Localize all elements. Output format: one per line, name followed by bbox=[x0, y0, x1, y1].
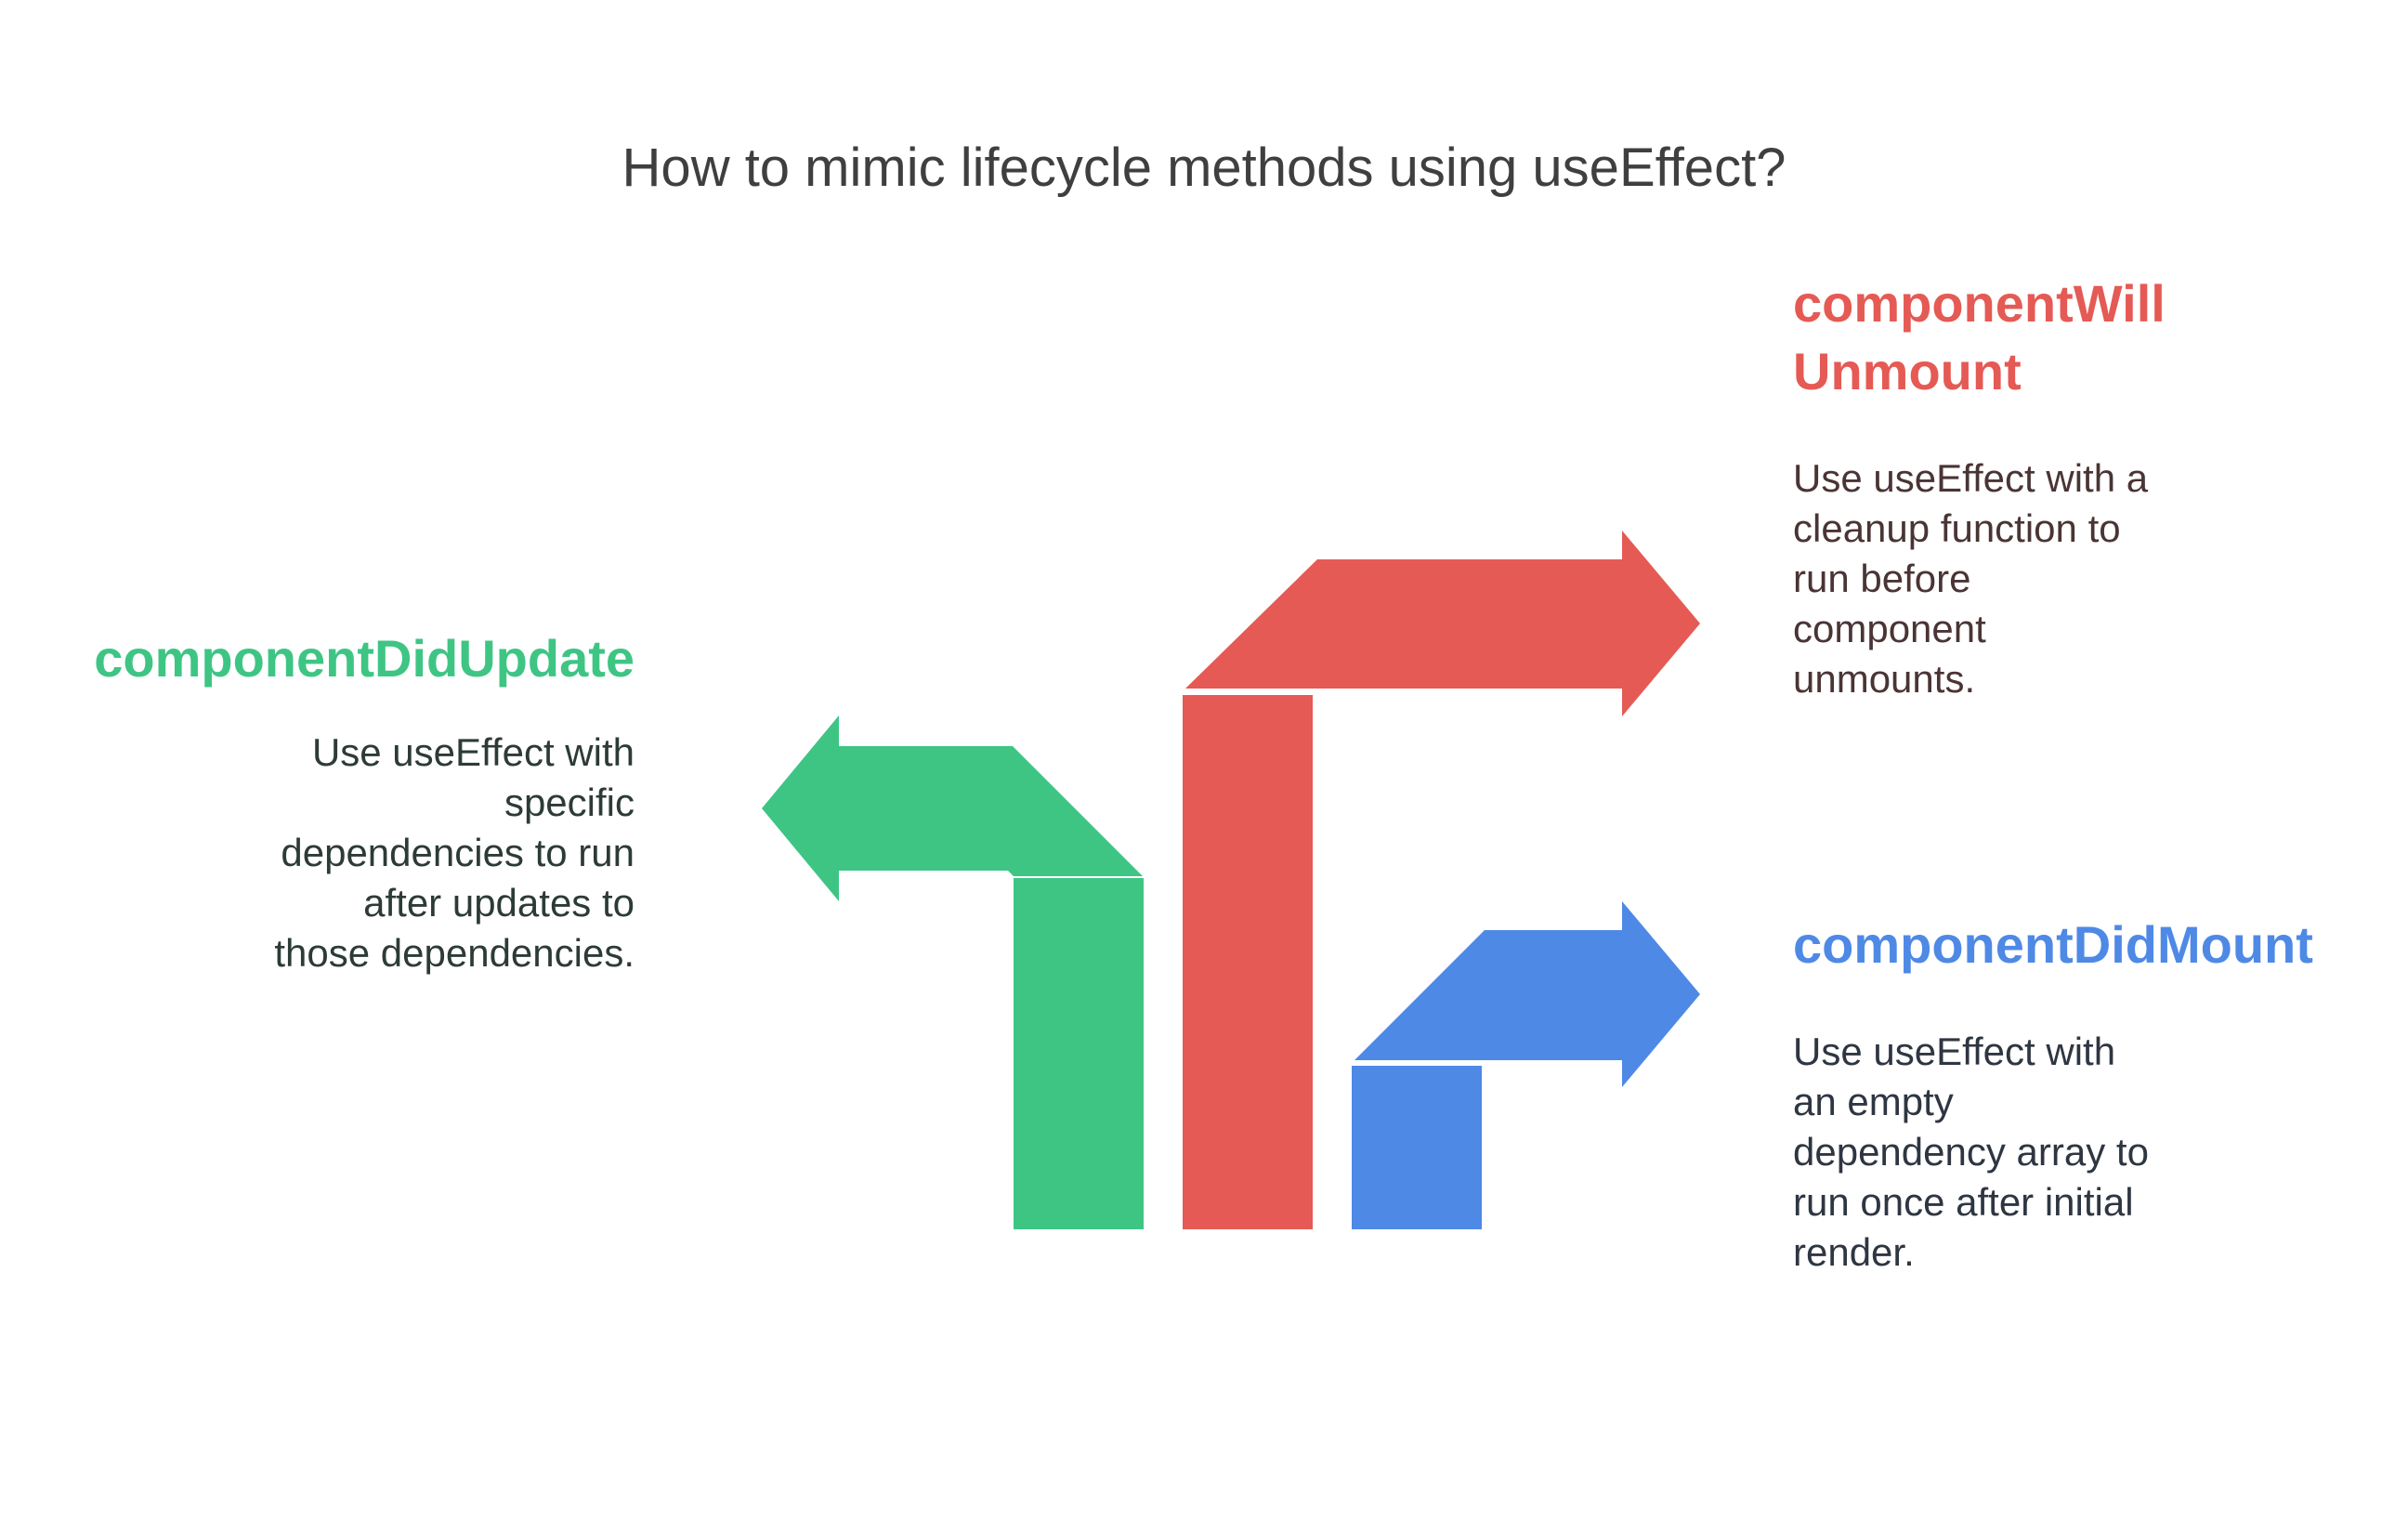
component-did-mount-description: Use useEffect with an empty dependency a… bbox=[1793, 1030, 2149, 1274]
component-did-update-block: componentDidUpdate Use useEffect with sp… bbox=[40, 624, 635, 978]
component-will-unmount-heading: componentWill Unmount bbox=[1793, 274, 2166, 400]
component-did-mount-block: componentDidMount Use useEffect with an … bbox=[1793, 911, 2369, 1278]
mount-arrow-stem bbox=[1352, 1066, 1482, 1229]
update-arrow-stem bbox=[1014, 878, 1144, 1229]
left-arrow-icon bbox=[762, 715, 1143, 901]
component-will-unmount-arrow bbox=[1183, 531, 1700, 1229]
component-did-mount-arrow bbox=[1352, 901, 1700, 1229]
unmount-arrow-stem bbox=[1183, 695, 1313, 1229]
component-will-unmount-block: componentWill Unmount Use useEffect with… bbox=[1793, 269, 2239, 704]
component-did-update-heading: componentDidUpdate bbox=[94, 629, 635, 688]
component-will-unmount-description: Use useEffect with a cleanup function to… bbox=[1793, 456, 2149, 701]
diagram-title: How to mimic lifecycle methods using use… bbox=[622, 138, 1786, 198]
component-did-mount-heading: componentDidMount bbox=[1793, 915, 2313, 974]
component-did-update-arrow bbox=[762, 715, 1144, 1229]
right-arrow-icon bbox=[1185, 531, 1700, 716]
right-arrow-icon bbox=[1354, 901, 1700, 1087]
component-did-update-description: Use useEffect with specific dependencies… bbox=[274, 730, 635, 975]
